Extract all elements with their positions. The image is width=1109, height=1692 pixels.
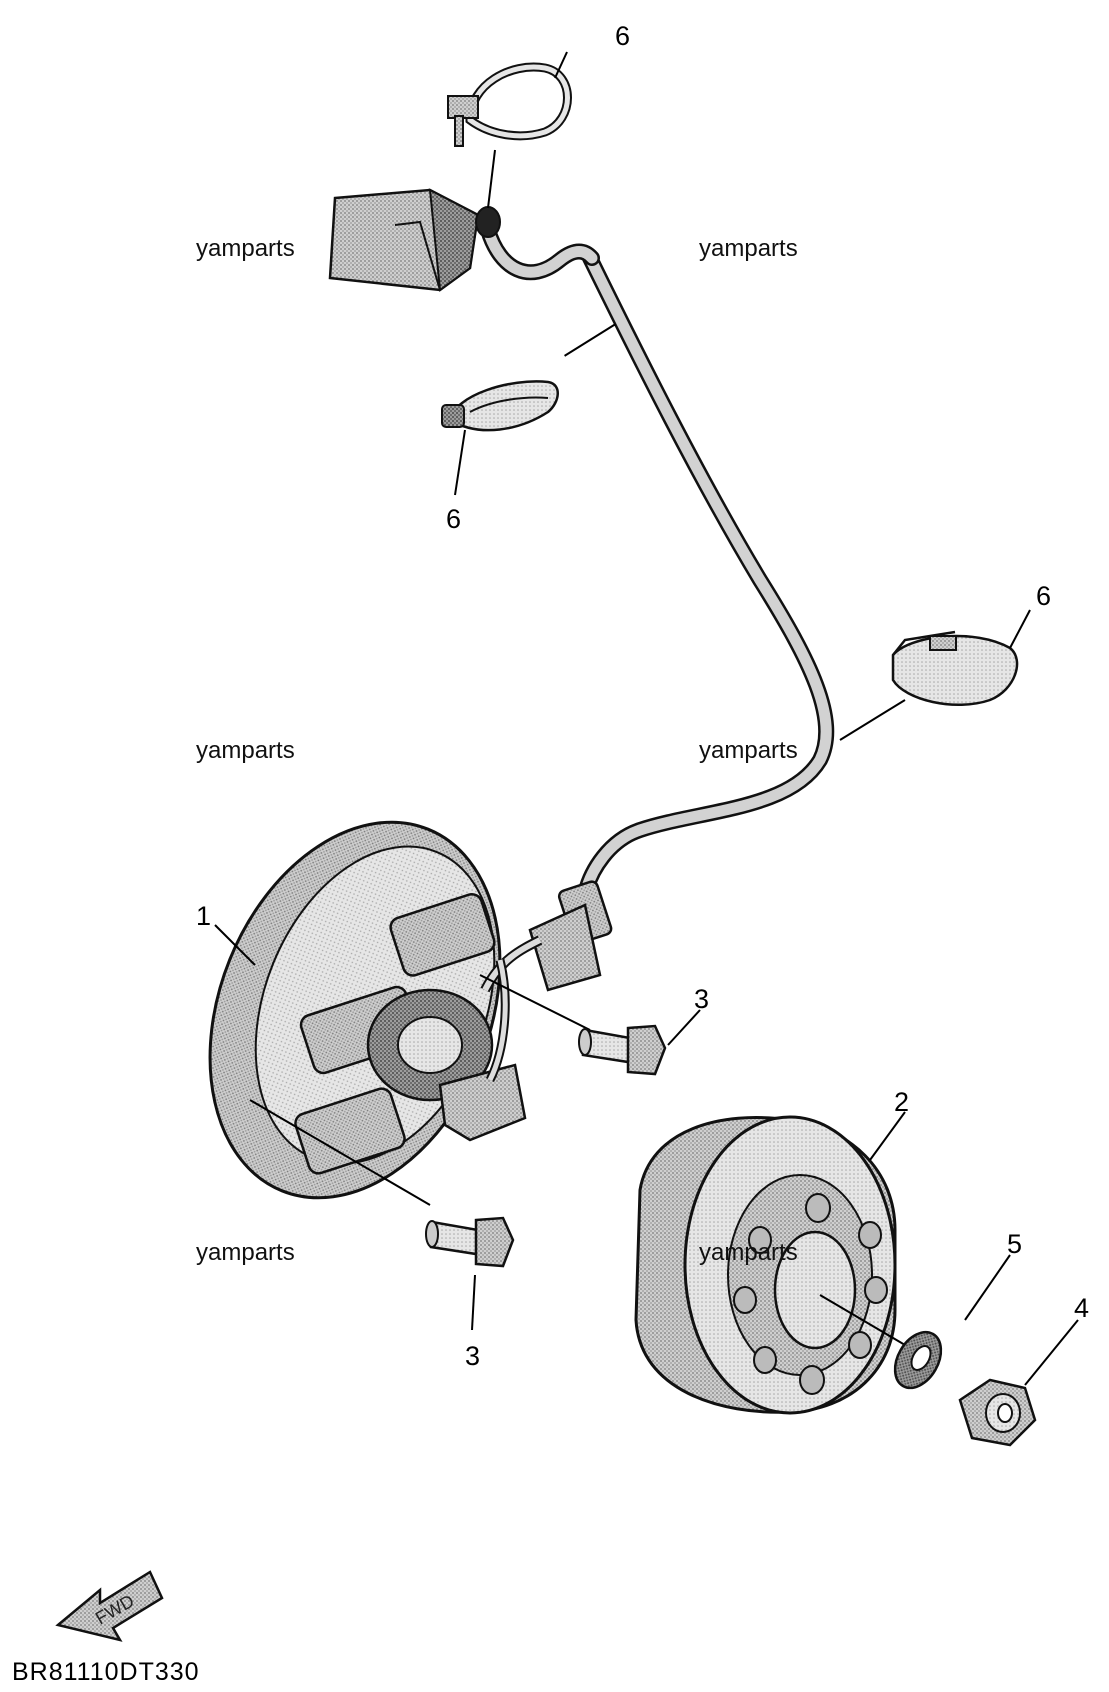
coupler-connector [328,188,501,292]
cable-clamp-top [447,62,572,147]
watermark: yamparts [699,1239,798,1266]
stator-base-assembly [208,820,543,1200]
fwd-direction-arrow: FWD [55,1570,164,1642]
watermark: yamparts [196,1239,295,1266]
callout-clamp-top: 6 [615,21,630,51]
cable-clamp-right [891,630,1019,707]
watermark: yamparts [699,235,798,262]
callout-nut: 4 [1074,1293,1089,1323]
callout-clamp-right: 6 [1036,581,1051,611]
flange-nut [958,1378,1037,1447]
screw-upper [578,1024,667,1076]
cable-clamp-middle [441,380,559,432]
watermark: yamparts [196,737,295,764]
callout-rotor: 2 [894,1087,909,1117]
watermark: yamparts [699,737,798,764]
wire-harness [480,222,835,992]
screw-lower [425,1216,515,1268]
rotor-assembly [634,1115,897,1415]
callout-washer: 5 [1007,1229,1022,1259]
callout-screw-upper: 3 [694,984,709,1014]
watermark: yamparts [196,235,295,262]
callout-screw-lower: 3 [465,1341,480,1371]
diagram-code: BR81110DT330 [12,1658,200,1686]
washer [893,1330,943,1390]
callout-magneto-base: 1 [196,901,211,931]
callout-clamp-middle: 6 [446,504,461,534]
